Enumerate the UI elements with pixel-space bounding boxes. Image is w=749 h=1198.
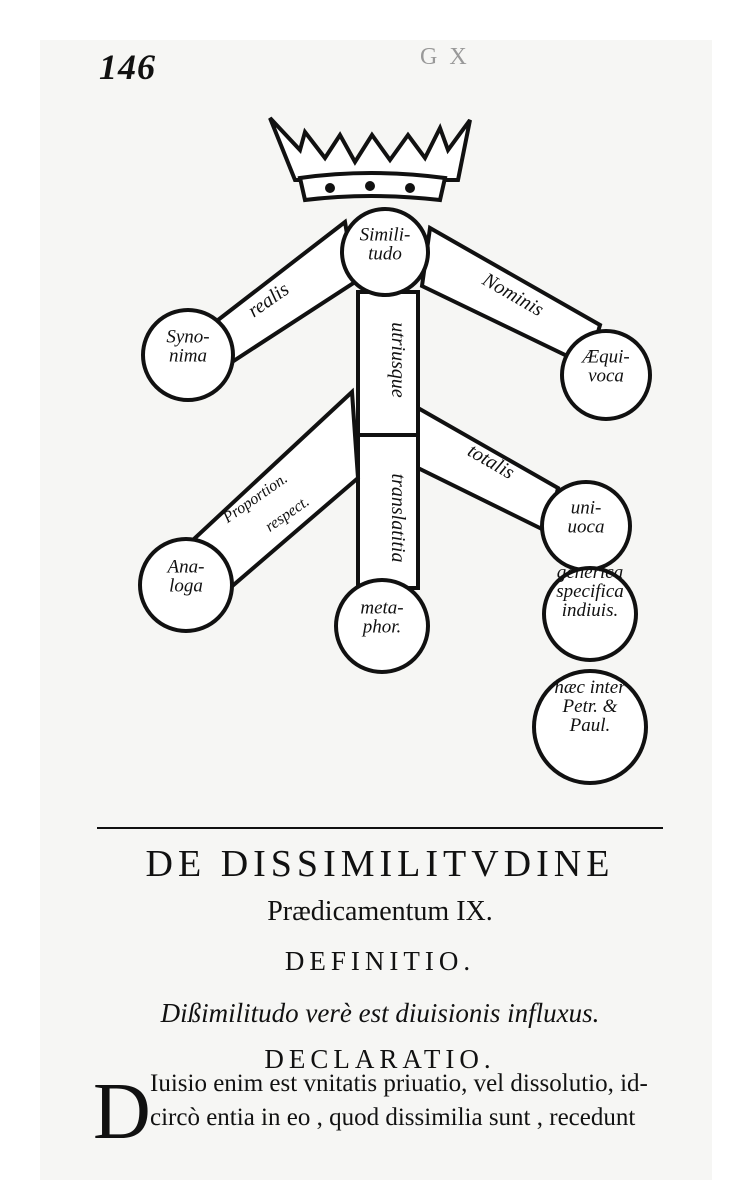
chapter-subtitle: Prædicamentum IX.: [267, 896, 493, 927]
analoga-label-line: loga: [169, 576, 203, 597]
body-line-1: Iuisio enim est vnitatis priuatio, vel d…: [150, 1070, 648, 1097]
haec-label-line: Paul.: [569, 715, 611, 736]
node-synonima-label: Syno-nima: [166, 327, 209, 367]
node-synonima: [141, 308, 235, 402]
root-label-line: tudo: [368, 244, 402, 265]
haec-label-line: hæc inter: [554, 677, 626, 698]
branch-label-utriusque: utriusque: [387, 322, 409, 398]
node-aequivoca-label: Æqui-voca: [580, 347, 630, 387]
generica-label-line: specifica: [556, 581, 624, 602]
haec-label-line: Petr. &: [562, 696, 618, 717]
definition-text: Dißimilitudo verè est diuisionis influxu…: [160, 998, 600, 1028]
node-root: [340, 207, 430, 297]
node-aequivoca: [560, 329, 652, 421]
crown-icon: [268, 116, 472, 203]
page-number: 146: [99, 47, 156, 87]
body-line-2: circò entia in eo , quod dissimilia sunt…: [150, 1104, 636, 1131]
aequivoca-label-line: voca: [588, 366, 624, 387]
node-root-label: Simili-tudo: [360, 225, 411, 265]
root-label-line: Simili-: [360, 225, 411, 246]
analoga-label-line: Ana-: [166, 557, 205, 578]
branch-label-translatitia: translatitia: [387, 474, 409, 563]
header-mark: G X: [420, 44, 470, 70]
declaratio-heading: DECLARATIO.: [264, 1044, 496, 1074]
node-metaphor-label: meta-phor.: [360, 598, 403, 638]
drop-cap: D: [93, 1068, 151, 1156]
aequivoca-label-line: Æqui-: [580, 347, 630, 368]
synonima-label-line: Syno-: [166, 327, 209, 348]
horizontal-rule: [97, 827, 663, 829]
univoca-label-line: uoca: [568, 517, 605, 538]
node-analoga: [138, 537, 234, 633]
generica-label-line: indiuis.: [562, 600, 618, 621]
similitude-tree-diagram: Simili-tudo Syno-nima Æqui-voca uni-uoca…: [138, 116, 652, 785]
node-univoca-label: uni-uoca: [568, 498, 605, 538]
metaphor-label-line: phor.: [361, 617, 402, 638]
node-generica: [542, 566, 638, 662]
node-metaphor: [334, 578, 430, 674]
synonima-label-line: nima: [169, 346, 207, 367]
chapter-title: DE DISSIMILITVDINE: [145, 843, 615, 885]
definitio-heading: DEFINITIO.: [284, 946, 476, 976]
metaphor-label-line: meta-: [360, 598, 403, 619]
node-haec: [532, 669, 648, 785]
node-analoga-label: Ana-loga: [166, 557, 205, 597]
generica-label-line: generica: [557, 562, 623, 583]
univoca-label-line: uni-: [571, 498, 602, 519]
